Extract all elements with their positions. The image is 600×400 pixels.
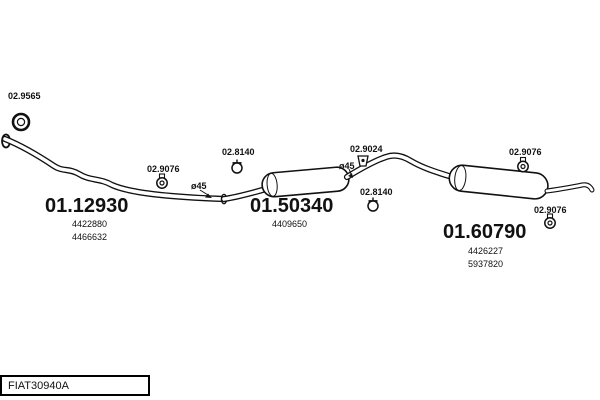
clamp-icon-mid [367,197,379,212]
front-section-ref2: 4466632 [72,232,108,242]
drawing-code: FIAT30940A [8,379,69,392]
hanger-icon-front [156,173,168,189]
rear-muffler [448,164,549,200]
gasket-ring-icon [11,112,31,132]
mid-section-ref1: 4409650 [272,219,308,229]
rear-section-ref1: 4426227 [468,246,504,256]
diameter-mid-label: ø45 [339,161,355,171]
center-muffler [261,166,350,198]
gasket-label: 02.9565 [8,91,41,101]
front-section-ref1: 4422880 [72,219,108,229]
drawing-code-box: FIAT30940A [0,375,150,396]
hanger-icon-tail [544,213,556,229]
mid-section-part: 01.50340 [250,195,334,217]
hanger-rear-label: 02.9076 [509,147,542,157]
hanger-tail-label: 02.9076 [534,205,567,215]
bracket-icon [357,155,369,167]
bracket-mid-label: 02.9024 [350,144,383,154]
clamp-mid-label: 02.8140 [360,187,393,197]
diameter-arrow-mid [348,168,353,178]
rear-section-part: 01.60790 [443,221,527,243]
clamp-icon-front [231,159,243,174]
front-section-part: 01.12930 [45,195,129,217]
diameter-front-label: ø45 [191,181,207,191]
intermediate-pipe [343,152,456,181]
hanger-front-label: 02.9076 [147,164,180,174]
rear-section-ref2: 5937820 [468,259,504,269]
hanger-icon-rear [517,156,529,173]
tailpipe [544,182,595,194]
diameter-arrow-front [199,189,212,198]
clamp-front-label: 02.8140 [222,147,255,157]
front-pipe [1,135,228,203]
